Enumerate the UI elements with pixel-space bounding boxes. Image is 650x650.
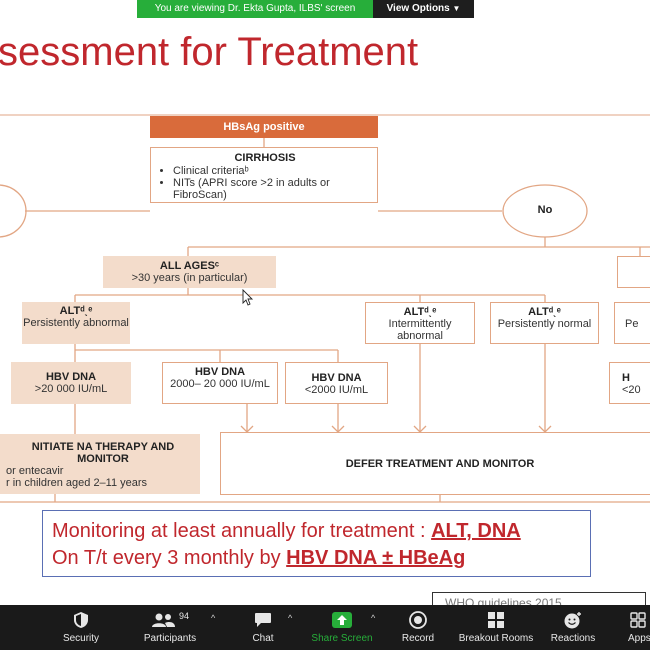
hbv-dna-text: <20 bbox=[622, 384, 641, 396]
monitoring-note: Monitoring at least annually for treatme… bbox=[42, 510, 591, 577]
alt-text: Intermittently abnormal bbox=[388, 318, 452, 342]
hbv-dna-text: <2000 IU/mL bbox=[304, 384, 369, 396]
monitoring-line-1-text: Monitoring at least annually for treatme… bbox=[52, 520, 432, 542]
meeting-toolbar: Security 94 Participants ^ Chat ^ Share … bbox=[0, 605, 650, 650]
record-icon bbox=[409, 611, 427, 629]
alt-persistently-normal-box: ALTᵈˎᵉ Persistently normal bbox=[490, 302, 599, 344]
chat-icon bbox=[255, 613, 271, 627]
monitoring-line-2: On T/t every 3 monthly by HBV DNA ± HBeA… bbox=[52, 545, 590, 572]
hbv-dna-heading: HBV DNA bbox=[45, 371, 97, 383]
hbv-dna-heading: H bbox=[622, 372, 630, 384]
monitoring-line-2-text: On T/t every 3 monthly by bbox=[52, 547, 287, 569]
hbv-dna-high-box: HBV DNA >20 000 IU/mL bbox=[11, 362, 131, 404]
initiate-line: r in children aged 2–11 years bbox=[6, 477, 148, 489]
hbv-dna-text: >20 000 IU/mL bbox=[34, 383, 108, 395]
monitoring-line-1-emphasis: ALT, DNA bbox=[431, 520, 521, 542]
breakout-rooms-icon bbox=[488, 612, 504, 628]
record-button[interactable]: Record bbox=[395, 605, 441, 650]
all-ages-box: ALL AGESᶜ >30 years (in particular) bbox=[103, 256, 276, 288]
alt-heading: ALTᵈˎᵉ bbox=[528, 306, 561, 318]
viewing-screen-message: You are viewing Dr. Ekta Gupta, ILBS' sc… bbox=[137, 0, 373, 18]
chevron-up-icon[interactable]: ^ bbox=[371, 613, 376, 623]
cirrhosis-box: CIRRHOSIS Clinical criteriaᵇ NITs (APRI … bbox=[150, 147, 378, 203]
all-ages-heading: ALL AGESᶜ bbox=[159, 260, 220, 272]
toolbar-label: Share Screen bbox=[311, 633, 373, 644]
right-partial-box bbox=[617, 256, 650, 288]
reactions-icon bbox=[564, 612, 581, 629]
source-caption: WHO guidelines 2015 bbox=[432, 592, 646, 605]
share-screen-button[interactable]: Share Screen bbox=[308, 605, 376, 650]
toolbar-label: Reactions bbox=[550, 633, 596, 644]
view-options-label: View Options bbox=[386, 3, 450, 14]
cirrhosis-criterion: Clinical criteriaᵇ bbox=[173, 165, 371, 177]
alt-text: Persistently abnormal bbox=[23, 317, 129, 329]
view-options-button[interactable]: View Options ▼ bbox=[373, 0, 474, 18]
toolbar-label: Participants bbox=[143, 633, 197, 644]
participants-icon bbox=[151, 613, 175, 627]
initiate-heading: NITIATE NA THERAPY AND MONITOR bbox=[31, 441, 175, 465]
initiate-therapy-box: NITIATE NA THERAPY AND MONITOR or enteca… bbox=[0, 434, 200, 494]
apps-button[interactable]: Apps bbox=[622, 605, 650, 650]
toolbar-label: Security bbox=[62, 633, 100, 644]
reactions-button[interactable]: Reactions bbox=[546, 605, 600, 650]
monitoring-line-2-emphasis: HBV DNA ± HBeAg bbox=[286, 547, 466, 569]
chat-button[interactable]: Chat bbox=[240, 605, 286, 650]
hbv-dna-low-box: HBV DNA <2000 IU/mL bbox=[285, 362, 388, 404]
alt-text: Pe bbox=[625, 318, 639, 330]
flow-connectors bbox=[0, 114, 650, 503]
screen-share-banner: You are viewing Dr. Ekta Gupta, ILBS' sc… bbox=[137, 0, 474, 18]
defer-treatment-box: DEFER TREATMENT AND MONITOR bbox=[220, 432, 650, 495]
no-node-label: No bbox=[537, 204, 553, 216]
shield-icon bbox=[74, 612, 88, 628]
chevron-up-icon[interactable]: ^ bbox=[288, 613, 293, 623]
mouse-cursor-icon bbox=[242, 288, 254, 306]
hbv-dna-text: 2000– 20 000 IU/mL bbox=[170, 378, 270, 390]
toolbar-label: Chat bbox=[252, 633, 274, 644]
hbv-dna-right-partial-box: H <20 bbox=[609, 362, 650, 404]
alt-heading: ALTᵈˎᵉ bbox=[403, 306, 437, 318]
alt-right-partial-box: Pe bbox=[614, 302, 650, 344]
hbv-dna-mid-box: HBV DNA 2000– 20 000 IU/mL bbox=[162, 362, 278, 404]
cirrhosis-criteria-list: Clinical criteriaᵇ NITs (APRI score >2 i… bbox=[159, 165, 371, 201]
shared-slide: sessment for Treatment HBsAg positive CI… bbox=[0, 0, 650, 605]
breakout-rooms-button[interactable]: Breakout Rooms bbox=[454, 605, 538, 650]
toolbar-label: Record bbox=[401, 633, 435, 644]
cirrhosis-criterion: NITs (APRI score >2 in adults or FibroSc… bbox=[173, 177, 371, 201]
participants-button[interactable]: 94 Participants bbox=[138, 605, 202, 650]
hbsag-positive-box: HBsAg positive bbox=[150, 116, 378, 138]
chevron-up-icon[interactable]: ^ bbox=[211, 613, 216, 623]
initiate-line: or entecavir bbox=[6, 465, 64, 477]
alt-intermittently-abnormal-box: ALTᵈˎᵉ Intermittently abnormal bbox=[365, 302, 475, 344]
all-ages-text: >30 years (in particular) bbox=[131, 272, 248, 284]
alt-text: Persistently normal bbox=[497, 318, 592, 330]
chevron-down-icon: ▼ bbox=[452, 4, 461, 13]
cirrhosis-heading: CIRRHOSIS bbox=[234, 152, 296, 164]
apps-icon bbox=[630, 612, 646, 628]
slide-title: sessment for Treatment bbox=[0, 30, 419, 74]
toolbar-label: Apps bbox=[628, 633, 650, 644]
share-screen-icon bbox=[332, 612, 352, 628]
alt-heading: ALTᵈˎᵉ bbox=[59, 305, 93, 317]
alt-persistently-abnormal-box: ALTᵈˎᵉ Persistently abnormal bbox=[22, 302, 130, 344]
participant-count: 94 bbox=[178, 611, 189, 621]
monitoring-line-1: Monitoring at least annually for treatme… bbox=[52, 518, 590, 545]
hbv-dna-heading: HBV DNA bbox=[311, 372, 362, 384]
hbv-dna-heading: HBV DNA bbox=[194, 366, 246, 378]
security-button[interactable]: Security bbox=[56, 605, 106, 650]
toolbar-label: Breakout Rooms bbox=[458, 633, 534, 644]
